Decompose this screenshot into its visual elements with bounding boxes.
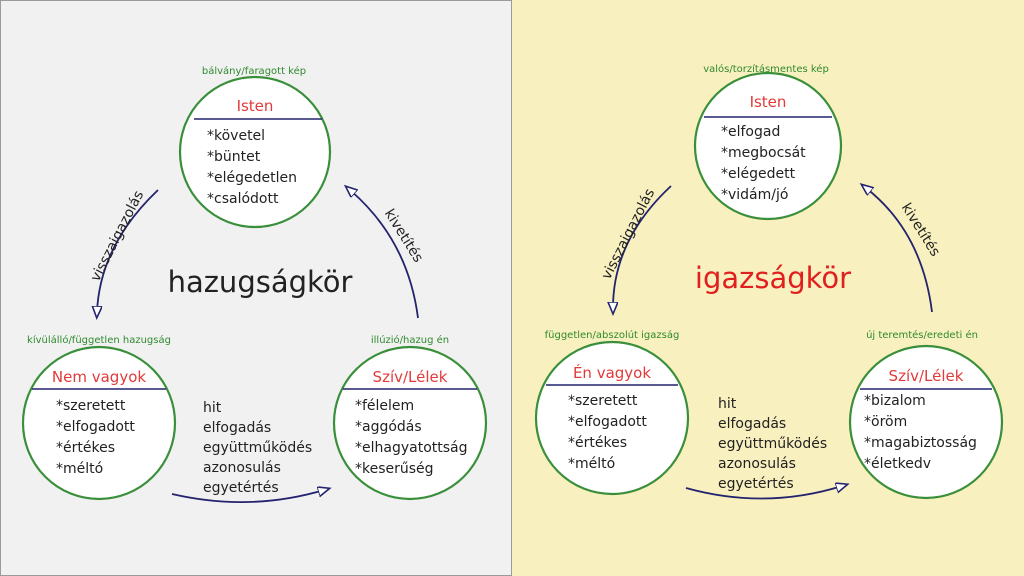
center-item: elfogadás bbox=[718, 416, 786, 432]
bottom-left-circle bbox=[534, 340, 690, 496]
center-item: együttműködés bbox=[718, 436, 827, 452]
bottom-left-circle-caption: kívülálló/független hazugság bbox=[27, 334, 171, 346]
top-circle-title: Isten bbox=[750, 93, 787, 111]
bottom-right-circle-caption: új teremtés/eredeti én bbox=[866, 329, 978, 341]
top-circle-title: Isten bbox=[237, 97, 274, 115]
bottom-right-item: *öröm bbox=[864, 414, 907, 430]
arrow-confirmation bbox=[97, 189, 159, 312]
top-circle-caption: bálvány/faragott kép bbox=[202, 65, 306, 77]
arrow-confirmation-label: visszaigazolás bbox=[599, 186, 659, 282]
arrow-bottom bbox=[685, 486, 842, 500]
center-item: azonosulás bbox=[718, 456, 796, 472]
arrow-projection bbox=[350, 190, 419, 319]
bottom-left-item: *méltó bbox=[56, 461, 103, 477]
top-item: *megbocsát bbox=[721, 145, 806, 161]
center-item: együttműködés bbox=[203, 440, 312, 456]
bottom-right-item: *keserűség bbox=[355, 461, 434, 477]
lie-cycle: bálvány/faragott kép Isten *követel *bün… bbox=[21, 65, 488, 503]
center-item: hit bbox=[203, 400, 222, 416]
center-item: azonosulás bbox=[203, 460, 281, 476]
bottom-right-item: *bizalom bbox=[864, 393, 926, 409]
top-circle bbox=[693, 71, 843, 221]
bottom-right-circle bbox=[332, 345, 488, 501]
bottom-right-item: *aggódás bbox=[355, 419, 422, 435]
top-circle bbox=[178, 75, 332, 229]
top-item: *vidám/jó bbox=[721, 187, 788, 203]
cycle-title: hazugságkör bbox=[168, 265, 353, 299]
bottom-right-circle-caption: illúzió/hazug én bbox=[371, 334, 449, 346]
bottom-left-item: *értékes bbox=[56, 440, 115, 456]
top-item: *elégedetlen bbox=[207, 170, 297, 186]
arrow-confirmation-label: visszaigazolás bbox=[88, 188, 148, 284]
arrow-bottom bbox=[171, 490, 324, 503]
bottom-left-circle-title: Nem vagyok bbox=[52, 368, 146, 386]
arrow-projection bbox=[866, 188, 933, 313]
bottom-right-item: *elhagyatottság bbox=[355, 440, 468, 456]
bottom-left-circle-title: Én vagyok bbox=[573, 363, 651, 382]
bottom-left-item: *méltó bbox=[568, 456, 615, 472]
bottom-left-item: *értékes bbox=[568, 435, 627, 451]
center-item: egyetértés bbox=[203, 480, 279, 496]
top-item: *elégedett bbox=[721, 166, 796, 182]
bottom-left-item: *szeretett bbox=[568, 393, 638, 409]
center-item: elfogadás bbox=[203, 420, 271, 436]
top-circle-caption: valós/torzításmentes kép bbox=[703, 63, 829, 75]
top-item: *követel bbox=[207, 128, 265, 144]
bottom-right-item: *félelem bbox=[355, 398, 414, 414]
bottom-right-circle-title: Szív/Lélek bbox=[889, 367, 964, 385]
cycle-title: igazságkör bbox=[695, 261, 851, 295]
bottom-left-item: *elfogadott bbox=[568, 414, 647, 430]
center-item: hit bbox=[718, 396, 737, 412]
bottom-right-circle bbox=[848, 344, 1004, 500]
top-item: *büntet bbox=[207, 149, 261, 165]
truth-cycle: valós/torzításmentes kép Isten *elfogad … bbox=[534, 63, 1004, 500]
bottom-right-item: *életkedv bbox=[864, 456, 931, 472]
arrow-projection-label: kivetítés bbox=[381, 206, 426, 265]
arrow-confirmation bbox=[613, 185, 672, 308]
bottom-right-item: *magabiztosság bbox=[864, 435, 977, 451]
bottom-left-circle bbox=[21, 345, 177, 501]
bottom-left-item: *elfogadott bbox=[56, 419, 135, 435]
center-item: egyetértés bbox=[718, 476, 794, 492]
top-item: *csalódott bbox=[207, 191, 279, 207]
bottom-left-item: *szeretett bbox=[56, 398, 126, 414]
bottom-left-circle-caption: független/abszolút igazság bbox=[545, 329, 680, 341]
bottom-right-circle-title: Szív/Lélek bbox=[373, 368, 448, 386]
top-item: *elfogad bbox=[721, 124, 780, 140]
